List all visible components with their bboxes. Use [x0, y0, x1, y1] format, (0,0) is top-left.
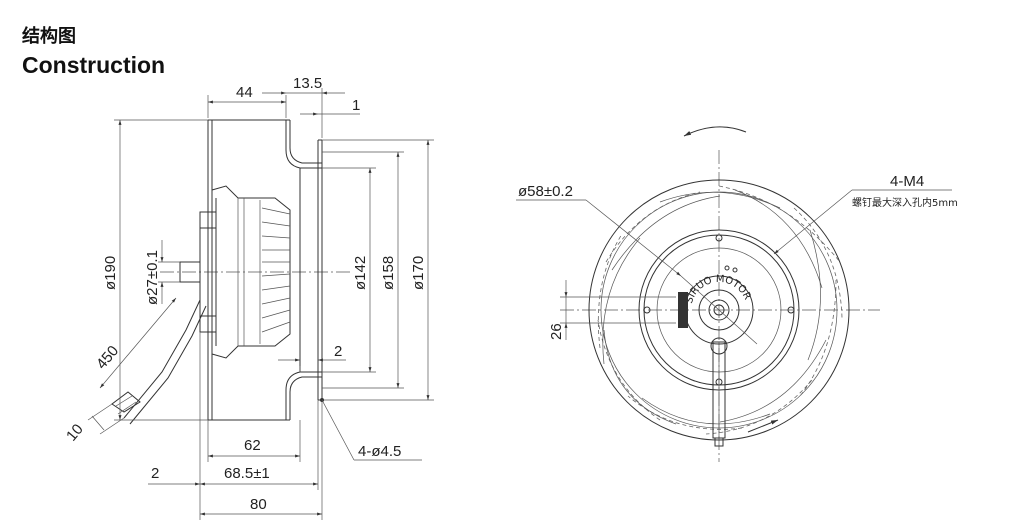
- dim-58: ø58±0.2: [516, 183, 758, 345]
- dim-450-label: 450: [93, 342, 122, 372]
- dim-10: 10: [63, 403, 125, 445]
- dim-142: ø142: [322, 167, 376, 373]
- dim-158-label: ø158: [380, 256, 397, 290]
- dim-4-hole: 4-ø4.5: [320, 398, 422, 461]
- front-cable: [710, 337, 728, 447]
- dim-170-label: ø170: [410, 256, 427, 290]
- dim-2-right: 2: [278, 343, 346, 372]
- rotation-arrow-top: [683, 126, 747, 137]
- front-view: SIRUO MOTOR ø58±0.2: [516, 126, 958, 462]
- dim-80: 80: [199, 400, 323, 520]
- label-barcode: [678, 292, 688, 328]
- impeller-blades: [597, 185, 843, 435]
- impeller-outer-ring: [588, 179, 850, 441]
- title-chinese: 结构图: [22, 26, 76, 46]
- title-construction: Construction: [22, 52, 166, 78]
- dim-1: 1: [300, 97, 360, 116]
- dim-2-right-label: 2: [334, 343, 342, 360]
- dim-158: ø158: [322, 151, 404, 389]
- dim-450: 450: [93, 297, 177, 389]
- side-view: 44 13.5 1 ø190 ø27±0.1: [63, 75, 434, 520]
- dim-44: 44: [207, 84, 287, 118]
- dim-13-5-label: 13.5: [293, 75, 322, 92]
- rotor-fins: [237, 198, 291, 346]
- dim-44-label: 44: [236, 84, 253, 101]
- dim-26-label: 26: [548, 323, 565, 340]
- label-ring-inner: [698, 289, 740, 331]
- screw-depth-note: 螺钉最大深入孔内5mm: [852, 196, 958, 209]
- dim-68-5-label: 68.5±1: [224, 465, 270, 482]
- shaft-end: [713, 304, 725, 316]
- dim-4-m4-label: 4-M4: [890, 173, 924, 190]
- dim-27: ø27±0.1: [144, 240, 180, 305]
- dim-4-hole-label: 4-ø4.5: [358, 443, 401, 460]
- dim-1-label: 1: [352, 97, 360, 114]
- shaft-hub: [708, 299, 730, 321]
- dim-13-5: 13.5: [262, 75, 345, 138]
- dim-170: ø170: [322, 139, 434, 401]
- airflow-arrow: [747, 419, 779, 433]
- dim-2-left-label: 2: [151, 465, 159, 482]
- dim-142-label: ø142: [352, 256, 369, 290]
- dim-4-m4: 4-M4 螺钉最大深入孔内5mm: [773, 173, 958, 255]
- dim-27-label: ø27±0.1: [144, 250, 161, 305]
- dim-62: 62: [207, 420, 301, 462]
- dim-190-label: ø190: [102, 256, 119, 290]
- dim-26: 26: [548, 280, 676, 340]
- dim-62-label: 62: [244, 437, 261, 454]
- dim-68-5: 68.5±1: [199, 332, 319, 490]
- dim-2-left: 2: [148, 465, 200, 486]
- dim-80-label: 80: [250, 496, 267, 513]
- dim-10-label: 10: [63, 421, 87, 445]
- dim-58-label: ø58±0.2: [518, 183, 573, 200]
- fan-body-profile: [179, 119, 323, 421]
